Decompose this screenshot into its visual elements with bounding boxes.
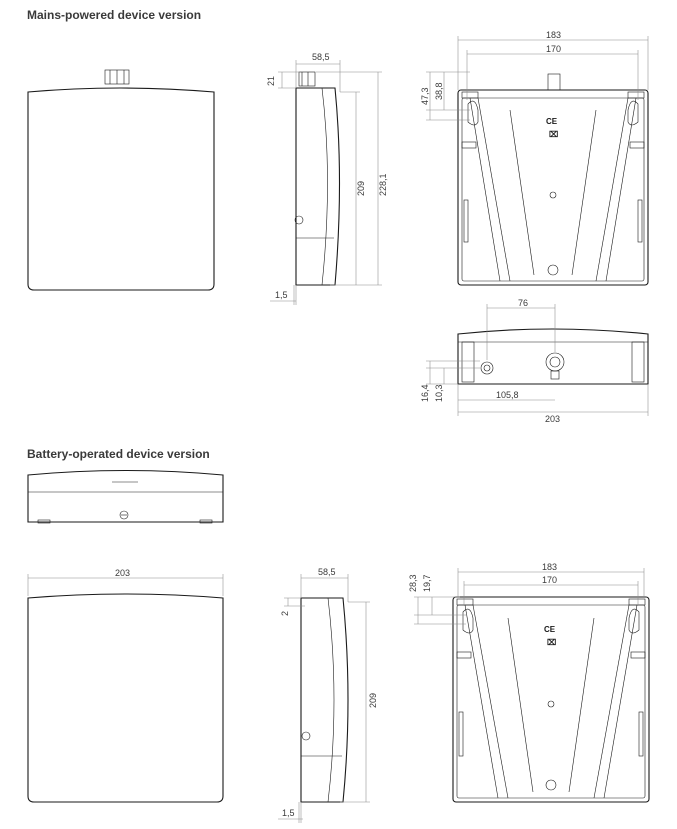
battery-side-bottom-offset-dim: 1,5 <box>282 808 295 818</box>
battery-section-title: Battery-operated device version <box>27 447 210 461</box>
mains-back-outer-width-dim: 183 <box>546 30 561 40</box>
mains-bottom-view: 76 16,4 10,3 105,8 203 <box>420 298 649 424</box>
mains-back-view: CE ⌧ 183 170 47,3 38,8 <box>420 30 649 286</box>
mains-side-view: 58,5 21 209 228,1 1,5 <box>266 52 388 305</box>
weee-bin-icon: ⌧ <box>547 638 556 647</box>
mains-back-hole-a-dim: 47,3 <box>420 87 430 105</box>
battery-side-width-dim: 58,5 <box>318 567 336 577</box>
mains-bottom-height-b-dim: 10,3 <box>434 384 444 402</box>
mains-side-top-offset-dim: 21 <box>266 76 276 86</box>
mains-bottom-height-a-dim: 16,4 <box>420 384 430 402</box>
ce-mark: CE <box>544 625 556 634</box>
mains-bottom-width-dim: 203 <box>545 414 560 424</box>
battery-front-view: 203 <box>27 568 224 803</box>
battery-bottom-view <box>27 469 224 524</box>
mains-side-total-height-dim: 228,1 <box>378 173 388 196</box>
mains-bottom-gland-offset-dim: 76 <box>518 298 528 308</box>
battery-back-hole-a-dim: 28,3 <box>408 574 418 592</box>
ce-mark: CE <box>546 117 558 126</box>
mains-side-width-dim: 58,5 <box>312 52 330 62</box>
battery-side-view: 58,5 2 209 1,5 <box>278 567 378 823</box>
battery-side-height-dim: 209 <box>368 693 378 708</box>
mains-section-title: Mains-powered device version <box>27 8 202 22</box>
mains-side-height-dim: 209 <box>356 181 366 196</box>
battery-back-outer-width-dim: 183 <box>542 562 557 572</box>
mains-bottom-gland-pos-dim: 105,8 <box>496 390 519 400</box>
battery-front-width-dim: 203 <box>115 568 130 578</box>
battery-back-view: CE ⌧ 183 170 28,3 19,7 <box>408 562 650 803</box>
battery-back-hole-b-dim: 19,7 <box>422 574 432 592</box>
mains-back-hole-b-dim: 38,8 <box>434 82 444 100</box>
mains-side-bottom-offset-dim: 1,5 <box>275 290 288 300</box>
battery-back-inner-width-dim: 170 <box>542 575 557 585</box>
mains-front-view <box>27 69 215 291</box>
battery-side-top-offset-dim: 2 <box>280 611 290 616</box>
weee-bin-icon: ⌧ <box>549 130 558 139</box>
mains-back-inner-width-dim: 170 <box>546 44 561 54</box>
